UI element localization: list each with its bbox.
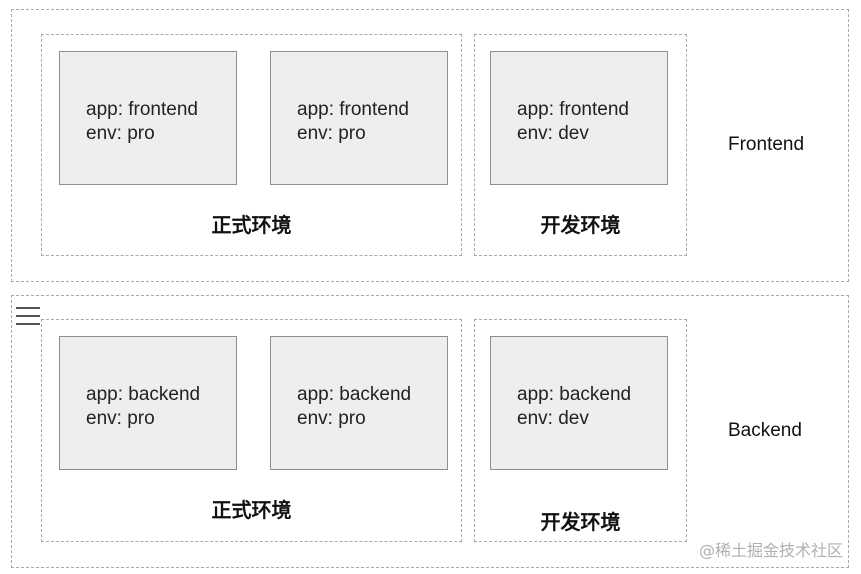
frontend-prod-pod-1: app: frontend env: pro bbox=[59, 51, 237, 185]
pod-env-label: env: pro bbox=[86, 408, 155, 429]
frontend-prod-label: 正式环境 bbox=[211, 213, 292, 237]
frontend-prod-group: app: frontend env: pro app: frontend env… bbox=[41, 34, 462, 256]
pod-app-label: app: backend bbox=[517, 384, 632, 405]
frontend-dev-label: 开发环境 bbox=[540, 213, 621, 237]
frontend-dev-group: app: frontend env: dev 开发环境 bbox=[474, 34, 687, 256]
backend-dev-group: app: backend env: dev 开发环境 bbox=[474, 319, 687, 542]
backend-prod-pod-2: app: backend env: pro bbox=[270, 336, 448, 470]
backend-tier: app: backend env: pro app: backend env: … bbox=[11, 295, 849, 568]
pod-app-label: app: frontend bbox=[297, 99, 409, 120]
backend-dev-label: 开发环境 bbox=[540, 510, 621, 534]
backend-prod-group: app: backend env: pro app: backend env: … bbox=[41, 319, 462, 542]
backend-prod-pod-1: app: backend env: pro bbox=[59, 336, 237, 470]
pod-app-label: app: backend bbox=[86, 384, 201, 405]
frontend-prod-pod-2: app: frontend env: pro bbox=[270, 51, 448, 185]
pod-app-label: app: backend bbox=[297, 384, 412, 405]
frontend-tier: app: frontend env: pro app: frontend env… bbox=[11, 9, 849, 282]
pod-app-label: app: frontend bbox=[517, 99, 629, 120]
frontend-tier-label: Frontend bbox=[728, 134, 805, 155]
menu-icon-bar bbox=[16, 315, 40, 317]
watermark: @稀土掘金技术社区 bbox=[698, 541, 843, 560]
pod-env-label: env: pro bbox=[297, 123, 366, 144]
pod-env-label: env: pro bbox=[297, 408, 366, 429]
pod-env-label: env: dev bbox=[517, 123, 589, 144]
menu-icon[interactable] bbox=[16, 305, 40, 327]
pod-app-label: app: frontend bbox=[86, 99, 198, 120]
menu-icon-bar bbox=[16, 307, 40, 309]
menu-icon-bar bbox=[16, 323, 40, 325]
backend-tier-label: Backend bbox=[728, 420, 802, 441]
pod-env-label: env: dev bbox=[517, 408, 589, 429]
backend-prod-label: 正式环境 bbox=[211, 498, 292, 522]
backend-dev-pod-1: app: backend env: dev bbox=[490, 336, 668, 470]
frontend-dev-pod-1: app: frontend env: dev bbox=[490, 51, 668, 185]
pod-env-label: env: pro bbox=[86, 123, 155, 144]
